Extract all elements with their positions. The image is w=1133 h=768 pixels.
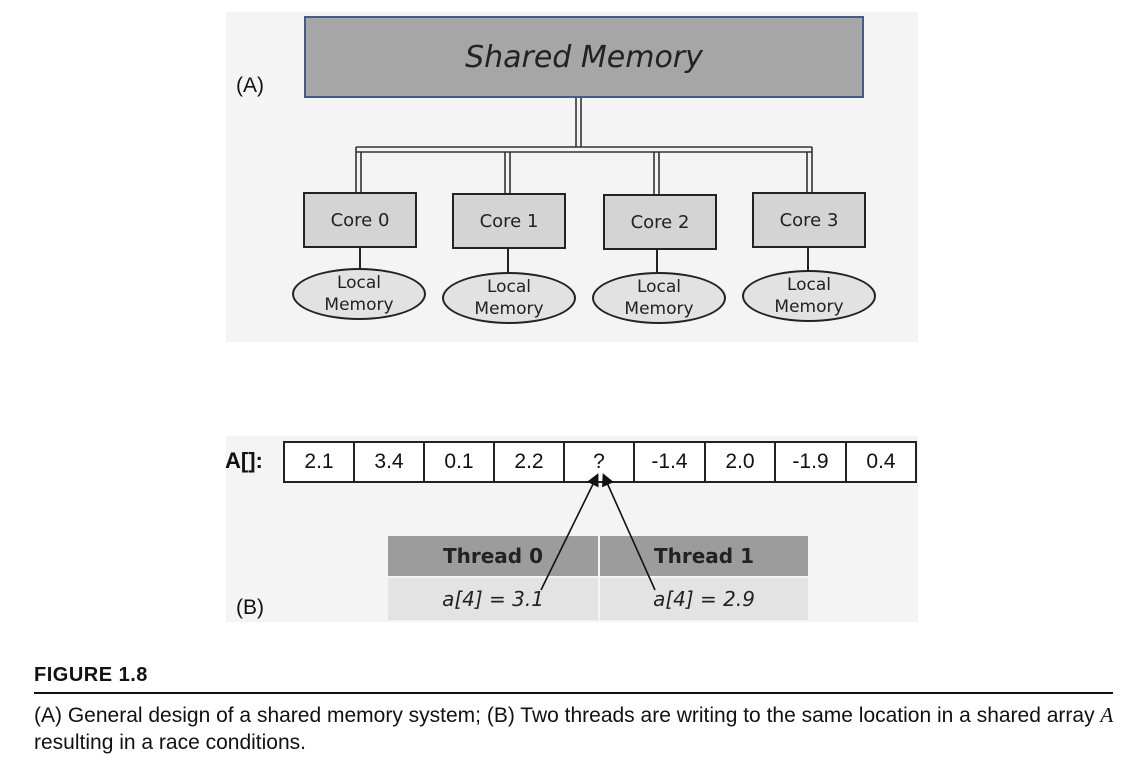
thread-0-header: Thread 0	[388, 536, 598, 576]
local-memory-2-line2: Memory	[624, 299, 694, 319]
array-cell-3: 2.2	[493, 441, 565, 483]
array-cell-5: -1.4	[633, 441, 706, 483]
local-memory-0-line1: Local	[336, 273, 382, 293]
figure-caption: (A) General design of a shared memory sy…	[34, 702, 1114, 756]
local-memory-3-line2: Memory	[774, 297, 844, 317]
array-cell-8: 0.4	[845, 441, 917, 483]
panel-b-label: (B)	[236, 596, 264, 619]
thread-0-write-arrow	[540, 473, 599, 591]
array-cell-7: -1.9	[774, 441, 847, 483]
local-memory-2: Local Memory	[592, 272, 726, 324]
array-cell-4: ?	[563, 441, 635, 483]
figure-title: FIGURE 1.8	[34, 664, 148, 686]
local-memory-2-line1: Local	[636, 277, 682, 297]
core-1-box: Core 1	[452, 193, 566, 249]
local-memory-0: Local Memory	[292, 268, 426, 320]
core-2-box: Core 2	[603, 194, 717, 250]
core-3-box: Core 3	[752, 192, 866, 248]
caption-text-1: (A) General design of a shared memory sy…	[34, 704, 1101, 727]
local-memory-3-line1: Local	[786, 275, 832, 295]
caption-text-2: resulting in a race conditions.	[34, 731, 306, 754]
local-memory-1-line2: Memory	[474, 299, 544, 319]
shared-memory-box: Shared Memory	[304, 16, 864, 98]
thread-1-write-arrow	[602, 473, 656, 591]
thread-1-code: a[4] = 2.9	[600, 578, 808, 620]
array-label: A[]:	[225, 448, 263, 473]
panel-a-label: (A)	[236, 74, 264, 97]
local-memory-1-line1: Local	[486, 277, 532, 297]
thread-0-code: a[4] = 3.1	[388, 578, 598, 620]
array-cell-2: 0.1	[423, 441, 495, 483]
figure-divider	[34, 692, 1113, 694]
local-memory-0-line2: Memory	[324, 295, 394, 315]
thread-1-header: Thread 1	[600, 536, 808, 576]
caption-variable: A	[1100, 703, 1114, 727]
local-memory-1: Local Memory	[442, 272, 576, 324]
core-0-box: Core 0	[303, 192, 417, 248]
local-memory-3: Local Memory	[742, 270, 876, 322]
